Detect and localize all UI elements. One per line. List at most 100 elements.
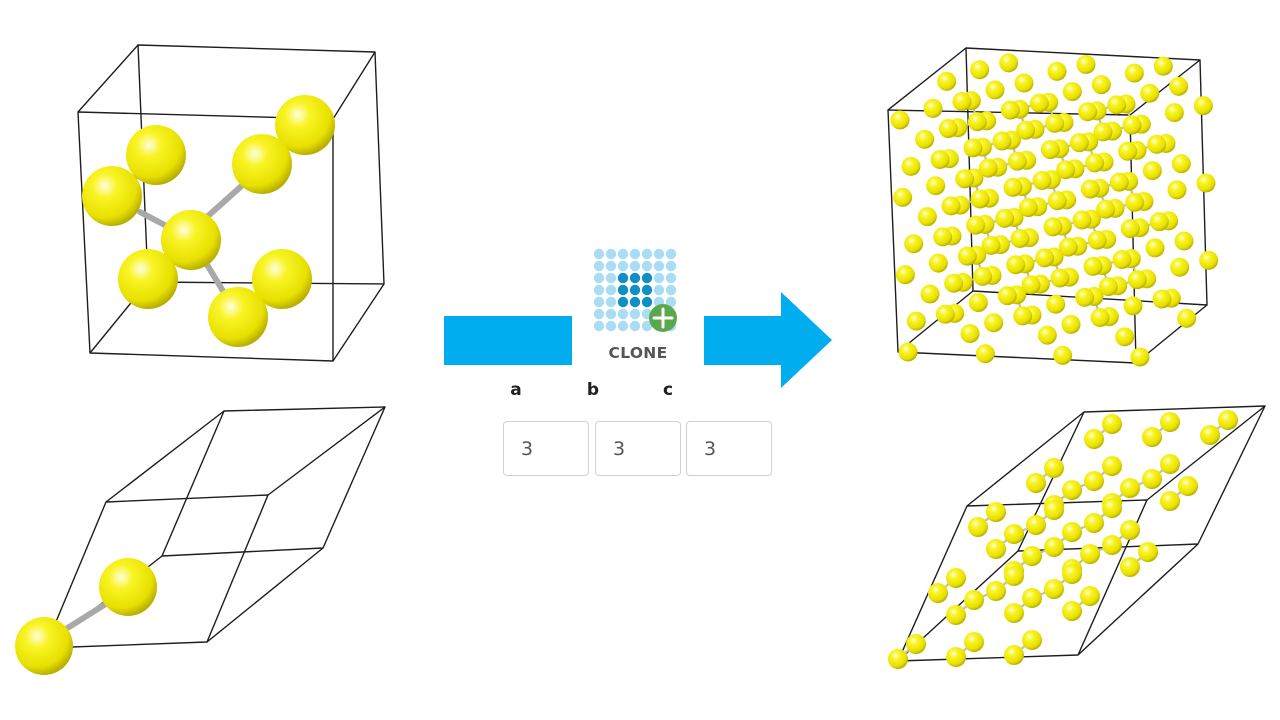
atom bbox=[1044, 500, 1064, 520]
atom bbox=[1084, 513, 1104, 533]
atom bbox=[1120, 557, 1140, 577]
atom bbox=[984, 313, 1004, 333]
atom bbox=[906, 311, 926, 331]
atom bbox=[1047, 191, 1067, 211]
cell-box bbox=[897, 405, 1266, 662]
atom bbox=[1040, 140, 1060, 160]
atom bbox=[960, 324, 980, 343]
bond bbox=[55, 597, 115, 637]
atom bbox=[930, 150, 950, 169]
atom bbox=[1013, 306, 1033, 326]
atom bbox=[1072, 210, 1092, 230]
atom bbox=[1044, 579, 1064, 599]
atom bbox=[1107, 95, 1127, 115]
atoms bbox=[888, 410, 1238, 669]
atom bbox=[1080, 179, 1100, 199]
atom bbox=[986, 502, 1006, 522]
grid-dot bbox=[593, 308, 605, 320]
atoms bbox=[890, 53, 1219, 367]
atom bbox=[1102, 414, 1122, 434]
atom bbox=[1160, 491, 1180, 511]
atom bbox=[964, 632, 984, 652]
atom bbox=[1142, 427, 1162, 447]
conventional-cell-supercell bbox=[887, 47, 1219, 367]
atom bbox=[1118, 141, 1138, 161]
atom bbox=[1037, 325, 1057, 345]
atom bbox=[1062, 522, 1082, 542]
atom bbox=[1007, 151, 1027, 171]
atom bbox=[1218, 410, 1238, 430]
atom bbox=[1149, 212, 1169, 232]
grid-dot bbox=[629, 320, 641, 332]
atom bbox=[1014, 73, 1034, 93]
atom bbox=[1078, 102, 1098, 122]
atom bbox=[1170, 257, 1190, 277]
atom bbox=[1102, 498, 1122, 518]
atom bbox=[1062, 601, 1082, 621]
atom bbox=[975, 344, 995, 364]
atom bbox=[1091, 75, 1111, 95]
clone-label[interactable]: CLONE bbox=[608, 344, 668, 362]
grid-dot bbox=[617, 320, 629, 332]
atom bbox=[888, 649, 908, 669]
atom bbox=[1177, 308, 1197, 328]
grid-dot bbox=[629, 296, 641, 308]
atom bbox=[904, 234, 924, 254]
atom bbox=[1171, 154, 1191, 174]
atom bbox=[1096, 199, 1116, 219]
atom bbox=[970, 189, 990, 209]
primitive-cell-supercell bbox=[888, 405, 1266, 669]
clone-supercell-icon[interactable] bbox=[592, 247, 682, 337]
atom bbox=[1142, 161, 1162, 181]
atom bbox=[898, 342, 918, 362]
atom bbox=[966, 215, 986, 235]
atom bbox=[1147, 134, 1167, 154]
conventional-cell-original bbox=[77, 44, 385, 362]
replication-b-input[interactable] bbox=[595, 421, 681, 476]
atom bbox=[1004, 566, 1024, 586]
atom bbox=[952, 92, 972, 111]
grid-dot bbox=[641, 284, 653, 296]
replication-a-input[interactable] bbox=[503, 421, 589, 476]
cell-box bbox=[77, 44, 385, 362]
atom bbox=[1006, 255, 1026, 275]
atom bbox=[1142, 469, 1162, 489]
replication-c-input[interactable] bbox=[686, 421, 772, 476]
atom bbox=[946, 647, 966, 667]
atom bbox=[1152, 289, 1172, 309]
atom bbox=[938, 119, 958, 139]
grid-dot bbox=[605, 284, 617, 296]
atom bbox=[928, 583, 948, 603]
atom bbox=[1083, 256, 1103, 276]
grid-dot bbox=[641, 248, 653, 260]
atom bbox=[1076, 55, 1096, 74]
label-b: b bbox=[586, 380, 600, 400]
atom bbox=[1102, 456, 1122, 476]
atom bbox=[1193, 96, 1213, 116]
atom bbox=[1102, 535, 1122, 555]
grid-dot bbox=[629, 260, 641, 272]
atom bbox=[1016, 120, 1036, 140]
grid-dot bbox=[593, 296, 605, 308]
atom bbox=[1058, 237, 1078, 257]
atom bbox=[935, 304, 955, 324]
atom bbox=[1124, 63, 1144, 83]
atom bbox=[1174, 231, 1194, 251]
atom bbox=[1120, 520, 1140, 540]
atom bbox=[1029, 93, 1049, 113]
atom bbox=[1062, 82, 1082, 102]
atom bbox=[999, 53, 1019, 73]
atom bbox=[917, 207, 937, 227]
atom bbox=[981, 235, 1001, 255]
atom bbox=[1112, 250, 1132, 269]
grid-dot bbox=[593, 320, 605, 332]
atom bbox=[926, 176, 946, 196]
atom bbox=[1022, 630, 1042, 650]
atom bbox=[1047, 61, 1067, 81]
atom bbox=[1062, 564, 1082, 584]
atom bbox=[1196, 173, 1216, 193]
atom bbox=[1018, 198, 1038, 218]
atom bbox=[1125, 192, 1145, 212]
atom bbox=[1145, 238, 1165, 258]
grid-dot bbox=[617, 284, 629, 296]
